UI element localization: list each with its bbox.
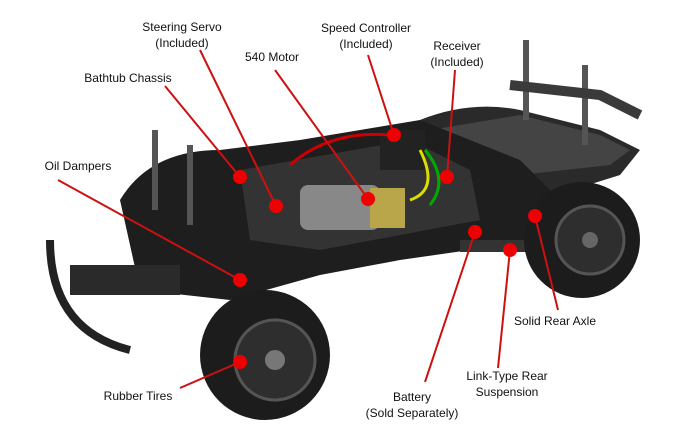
label-line: (Sold Separately) <box>365 406 459 420</box>
label-bathtub-chassis: Bathtub Chassis <box>84 71 172 85</box>
callout-dots <box>233 128 542 369</box>
label-line: (Included) <box>339 37 393 51</box>
label-line: (Included) <box>155 36 209 50</box>
label-oil-dampers: Oil Dampers <box>44 159 112 173</box>
label-line: Suspension <box>475 385 539 399</box>
label-line: Battery <box>392 390 431 404</box>
label-rubber-tires: Rubber Tires <box>103 389 173 403</box>
label-line: Link-Type Rear <box>466 369 548 383</box>
front-wheel <box>200 290 330 420</box>
label-steering-servo: Steering Servo (Included) <box>142 19 221 51</box>
label-speed-controller: Speed Controller (Included) <box>321 20 411 52</box>
label-line: Speed Controller <box>320 21 412 35</box>
label-line: Receiver <box>433 39 481 53</box>
label-line: Steering Servo <box>142 20 222 34</box>
label-battery: Battery (Sold Separately) <box>366 389 459 421</box>
label-solid-rear-axle: Solid Rear Axle <box>513 314 597 328</box>
label-line: (Included) <box>430 55 484 69</box>
label-receiver: Receiver (Included) <box>430 38 483 70</box>
callout-lines <box>57 49 559 389</box>
rear-wheel <box>524 182 640 298</box>
label-540-motor: 540 Motor <box>244 50 300 64</box>
